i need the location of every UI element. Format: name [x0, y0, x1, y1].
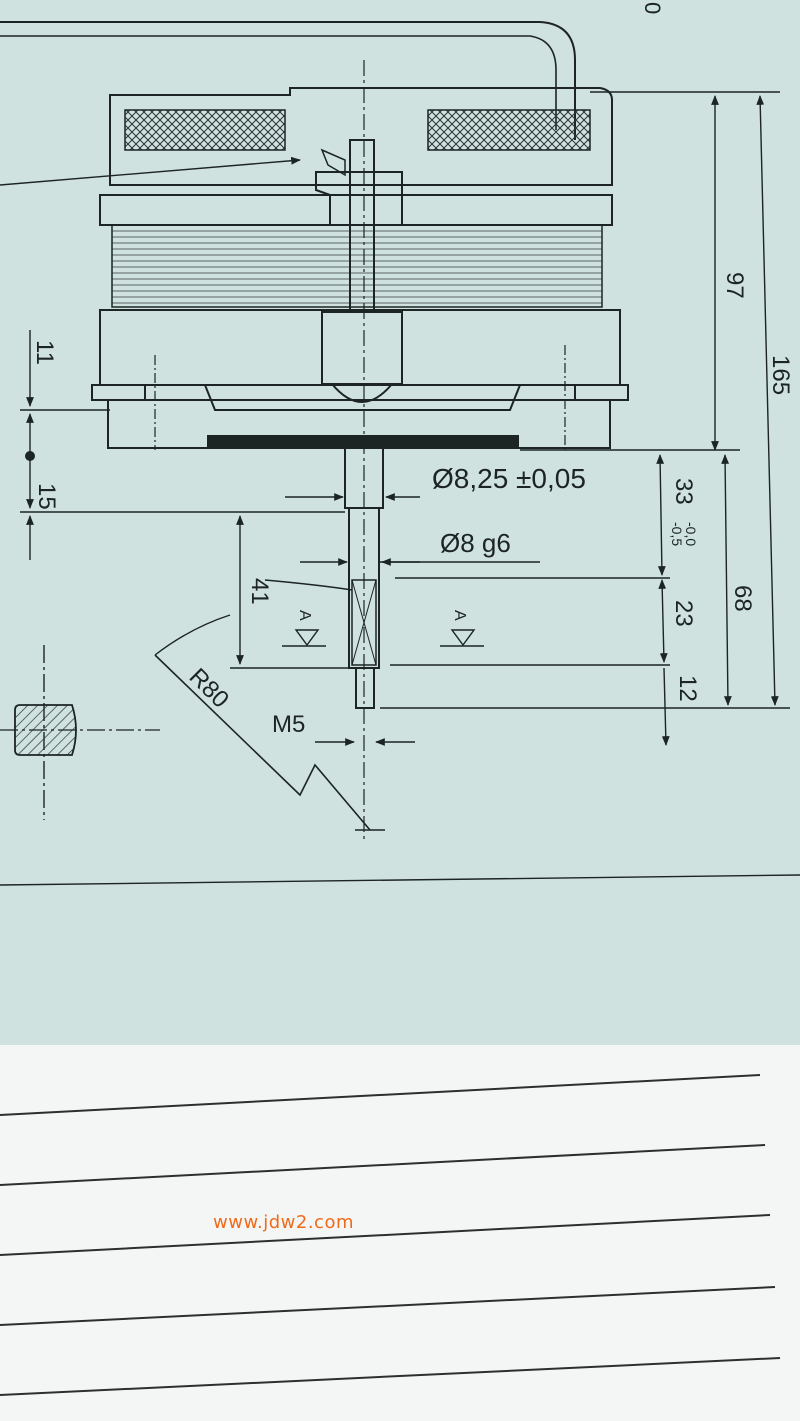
corner-mark: 0	[640, 2, 665, 14]
motor-dimension-drawing: 97 165 68 11 15 41 R80 M5 Ø8,25 ±0,05 Ø8…	[0, 2, 800, 886]
dim-23: 23	[670, 600, 697, 627]
section-mark-right: A	[451, 610, 468, 621]
technical-drawing-sheet: 97 165 68 11 15 41 R80 M5 Ø8,25 ±0,05 Ø8…	[0, 0, 800, 1060]
dim-33-tol-lower: -0,5	[669, 522, 685, 546]
notepad-lines	[0, 1074, 781, 1396]
dim-33-tol-upper: -0,0	[683, 522, 699, 546]
dim-165: 165	[767, 355, 794, 395]
dim-41: 41	[246, 578, 273, 605]
dim-33: 33	[670, 478, 697, 505]
lined-notepad	[0, 1045, 800, 1421]
motor-outline	[0, 21, 629, 709]
dimension-lines	[20, 91, 790, 831]
watermark-text: www.jdw2.com	[213, 1212, 354, 1233]
dim-r80: R80	[184, 663, 234, 713]
dim-68: 68	[729, 585, 756, 612]
dim-97: 97	[721, 272, 748, 299]
dim-12: 12	[674, 675, 701, 702]
dim-11: 11	[31, 340, 58, 365]
dim-m5: M5	[272, 711, 305, 738]
dim-diameter-8-g6: Ø8 g6	[440, 528, 511, 558]
section-mark-left: A	[296, 610, 313, 621]
dim-diameter-825: Ø8,25 ±0,05	[432, 463, 586, 494]
dim-15: 15	[33, 483, 60, 510]
